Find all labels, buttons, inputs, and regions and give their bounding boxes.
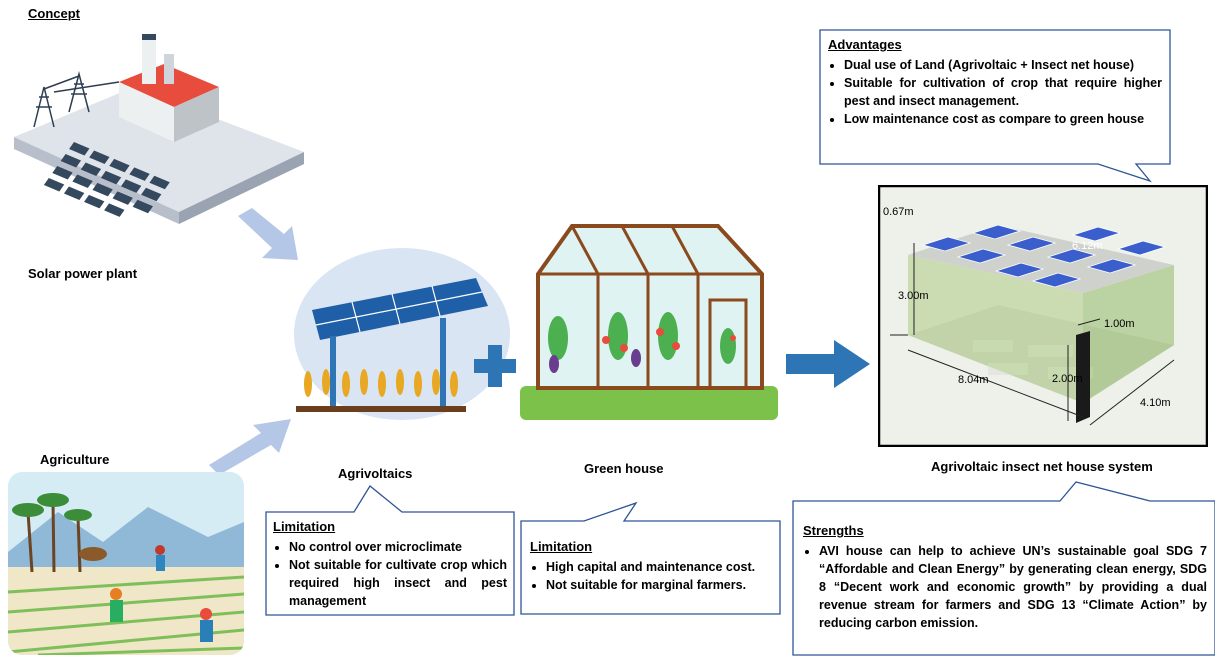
agrivoltaics-limitation-box: Limitation No control over microclimate … bbox=[273, 518, 507, 610]
advantage-item: Low maintenance cost as compare to green… bbox=[844, 110, 1162, 128]
arrow-solar-to-agrivoltaics bbox=[238, 208, 298, 260]
greenhouse-limitation-item: Not suitable for marginal farmers. bbox=[546, 576, 775, 594]
dim-label: 6.12m bbox=[1072, 240, 1103, 252]
dim-label: 1.00m bbox=[1104, 318, 1135, 330]
strengths-title: Strengths bbox=[803, 523, 864, 538]
avi-label: Agrivoltaic insect net house system bbox=[931, 459, 1153, 474]
advantage-item: Suitable for cultivation of crop that re… bbox=[844, 74, 1162, 110]
dim-label: 3.00m bbox=[898, 290, 929, 302]
solar-plant-label: Solar power plant bbox=[28, 266, 138, 281]
dim-label: 2.00m bbox=[1052, 373, 1083, 385]
advantage-item: Dual use of Land (Agrivoltaic + Insect n… bbox=[844, 56, 1162, 74]
agrivoltaics-limitation-item: Not suitable for cultivate crop which re… bbox=[289, 556, 507, 610]
plus-icon bbox=[474, 345, 516, 387]
strengths-box: Strengths AVI house can help to achieve … bbox=[803, 522, 1207, 632]
arrow-agriculture-to-agrivoltaics bbox=[209, 419, 291, 475]
greenhouse-label: Green house bbox=[584, 461, 664, 476]
agrivoltaics-limitation-title: Limitation bbox=[273, 519, 336, 534]
greenhouse-limitation-box: Limitation High capital and maintenance … bbox=[530, 538, 775, 594]
greenhouse-illustration bbox=[520, 224, 778, 420]
advantages-title: Advantages bbox=[828, 37, 902, 52]
agrivoltaics-limitation-item: No control over microclimate bbox=[289, 538, 507, 556]
solar-plant-illustration bbox=[14, 34, 304, 224]
greenhouse-limitation-item: High capital and maintenance cost. bbox=[546, 558, 775, 576]
greenhouse-limitation-title: Limitation bbox=[530, 539, 593, 554]
agrivoltaics-label: Agrivoltaics bbox=[338, 466, 413, 481]
concept-title: Concept bbox=[28, 6, 80, 21]
advantages-box: Advantages Dual use of Land (Agrivoltaic… bbox=[828, 36, 1162, 128]
dim-label: 0.67m bbox=[883, 206, 914, 218]
dim-label: 8.04m bbox=[958, 374, 989, 386]
agrivoltaics-illustration bbox=[294, 248, 510, 420]
agriculture-label: Agriculture bbox=[40, 452, 110, 467]
strength-item: AVI house can help to achieve UN’s susta… bbox=[819, 542, 1207, 632]
avi-house-model bbox=[878, 185, 1208, 447]
arrow-to-avi bbox=[786, 340, 870, 388]
dim-label: 4.10m bbox=[1140, 397, 1171, 409]
agriculture-illustration bbox=[8, 472, 244, 655]
